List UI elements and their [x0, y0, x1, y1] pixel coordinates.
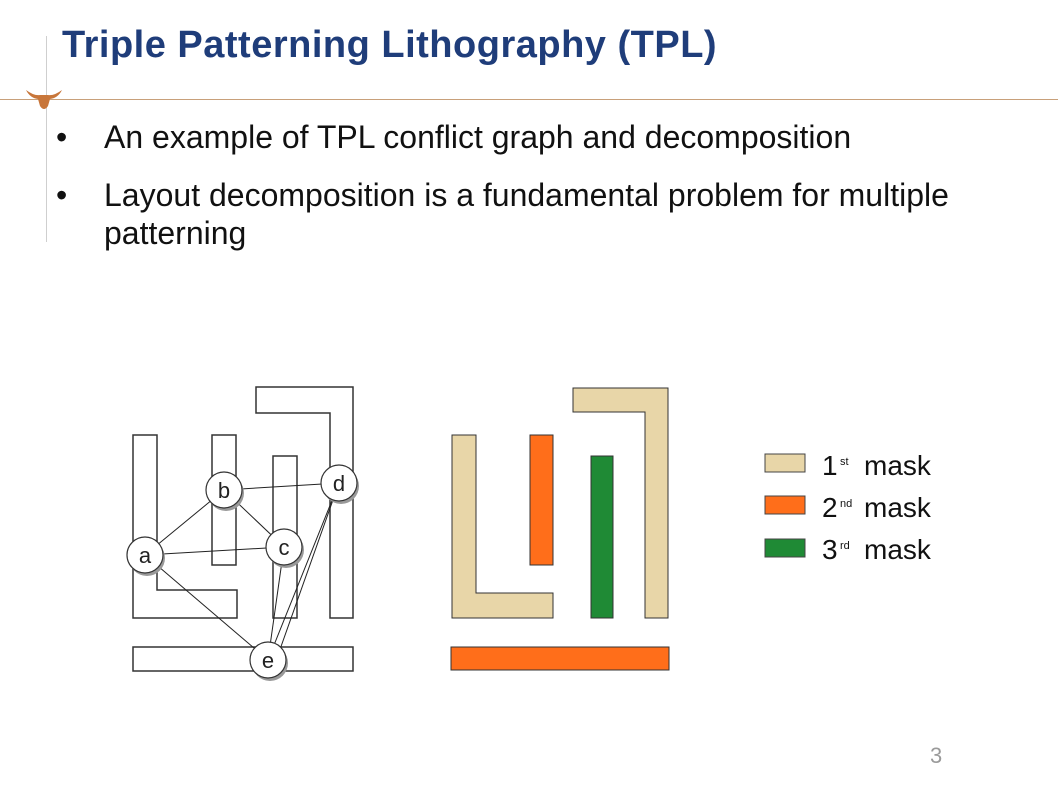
legend-number: 1 [822, 450, 838, 481]
legend-item-1st-mask: 1 st mask [764, 450, 932, 481]
layout-outline-group [132, 386, 354, 672]
legend-item-3rd-mask: 3 rd mask [764, 534, 932, 565]
conflict-nodes: a b c d e [126, 464, 359, 681]
decomposed-layout [450, 387, 670, 671]
bullet-symbol: • [56, 177, 68, 213]
layout-shape-bottom [132, 646, 354, 672]
node-e: e [249, 641, 288, 681]
node-b: b [205, 471, 244, 511]
bullet-text: An example of TPL conflict graph and dec… [104, 119, 852, 155]
bullet-list: • An example of TPL conflict graph and d… [56, 118, 1016, 272]
bullet-item: • An example of TPL conflict graph and d… [56, 118, 1016, 156]
node-label: b [218, 478, 230, 503]
edge-a-e [144, 554, 269, 661]
edge-d-e-2 [277, 482, 340, 656]
bullet-symbol: • [56, 119, 68, 155]
conflict-edges [144, 482, 340, 661]
bullet-item: • Layout decomposition is a fundamental … [56, 176, 1016, 252]
node-label: c [279, 535, 290, 560]
legend-item-2nd-mask: 2 nd mask [764, 492, 932, 523]
mask3-shape-bar [590, 455, 614, 619]
legend-swatch [764, 538, 806, 558]
legend-label: mask [864, 534, 932, 565]
legend-suffix: rd [840, 540, 850, 552]
mask2-shape-bar [529, 434, 554, 566]
longhorn-logo-icon [26, 90, 62, 109]
bullet-text: Layout decomposition is a fundamental pr… [104, 177, 949, 251]
node-label: d [333, 471, 345, 496]
legend-suffix: st [840, 456, 849, 468]
edge-d-e-1 [267, 482, 340, 661]
legend-swatch [764, 495, 806, 515]
left-accent-line [46, 36, 47, 242]
legend-number: 2 [822, 492, 838, 523]
node-label: e [262, 648, 274, 673]
node-a: a [126, 536, 165, 576]
legend-number: 3 [822, 534, 838, 565]
mask2-shape-bottom [450, 646, 670, 671]
slide-title: Triple Patterning Lithography (TPL) [62, 24, 718, 66]
legend: 1 st mask 2 nd mask 3 rd mask [764, 450, 932, 565]
node-d: d [320, 464, 359, 504]
edge-a-c [144, 546, 285, 556]
title-divider [0, 99, 1058, 100]
mask1-shape-hook [572, 387, 669, 619]
legend-label: mask [864, 492, 932, 523]
node-c: c [265, 528, 304, 568]
legend-suffix: nd [840, 498, 852, 510]
legend-label: mask [864, 450, 932, 481]
layout-shape-hook [255, 386, 354, 619]
layout-shape-l [132, 434, 238, 619]
node-label: a [139, 543, 152, 568]
legend-swatch [764, 453, 806, 473]
mask1-shape-l [451, 434, 554, 619]
page-number: 3 [930, 743, 943, 768]
